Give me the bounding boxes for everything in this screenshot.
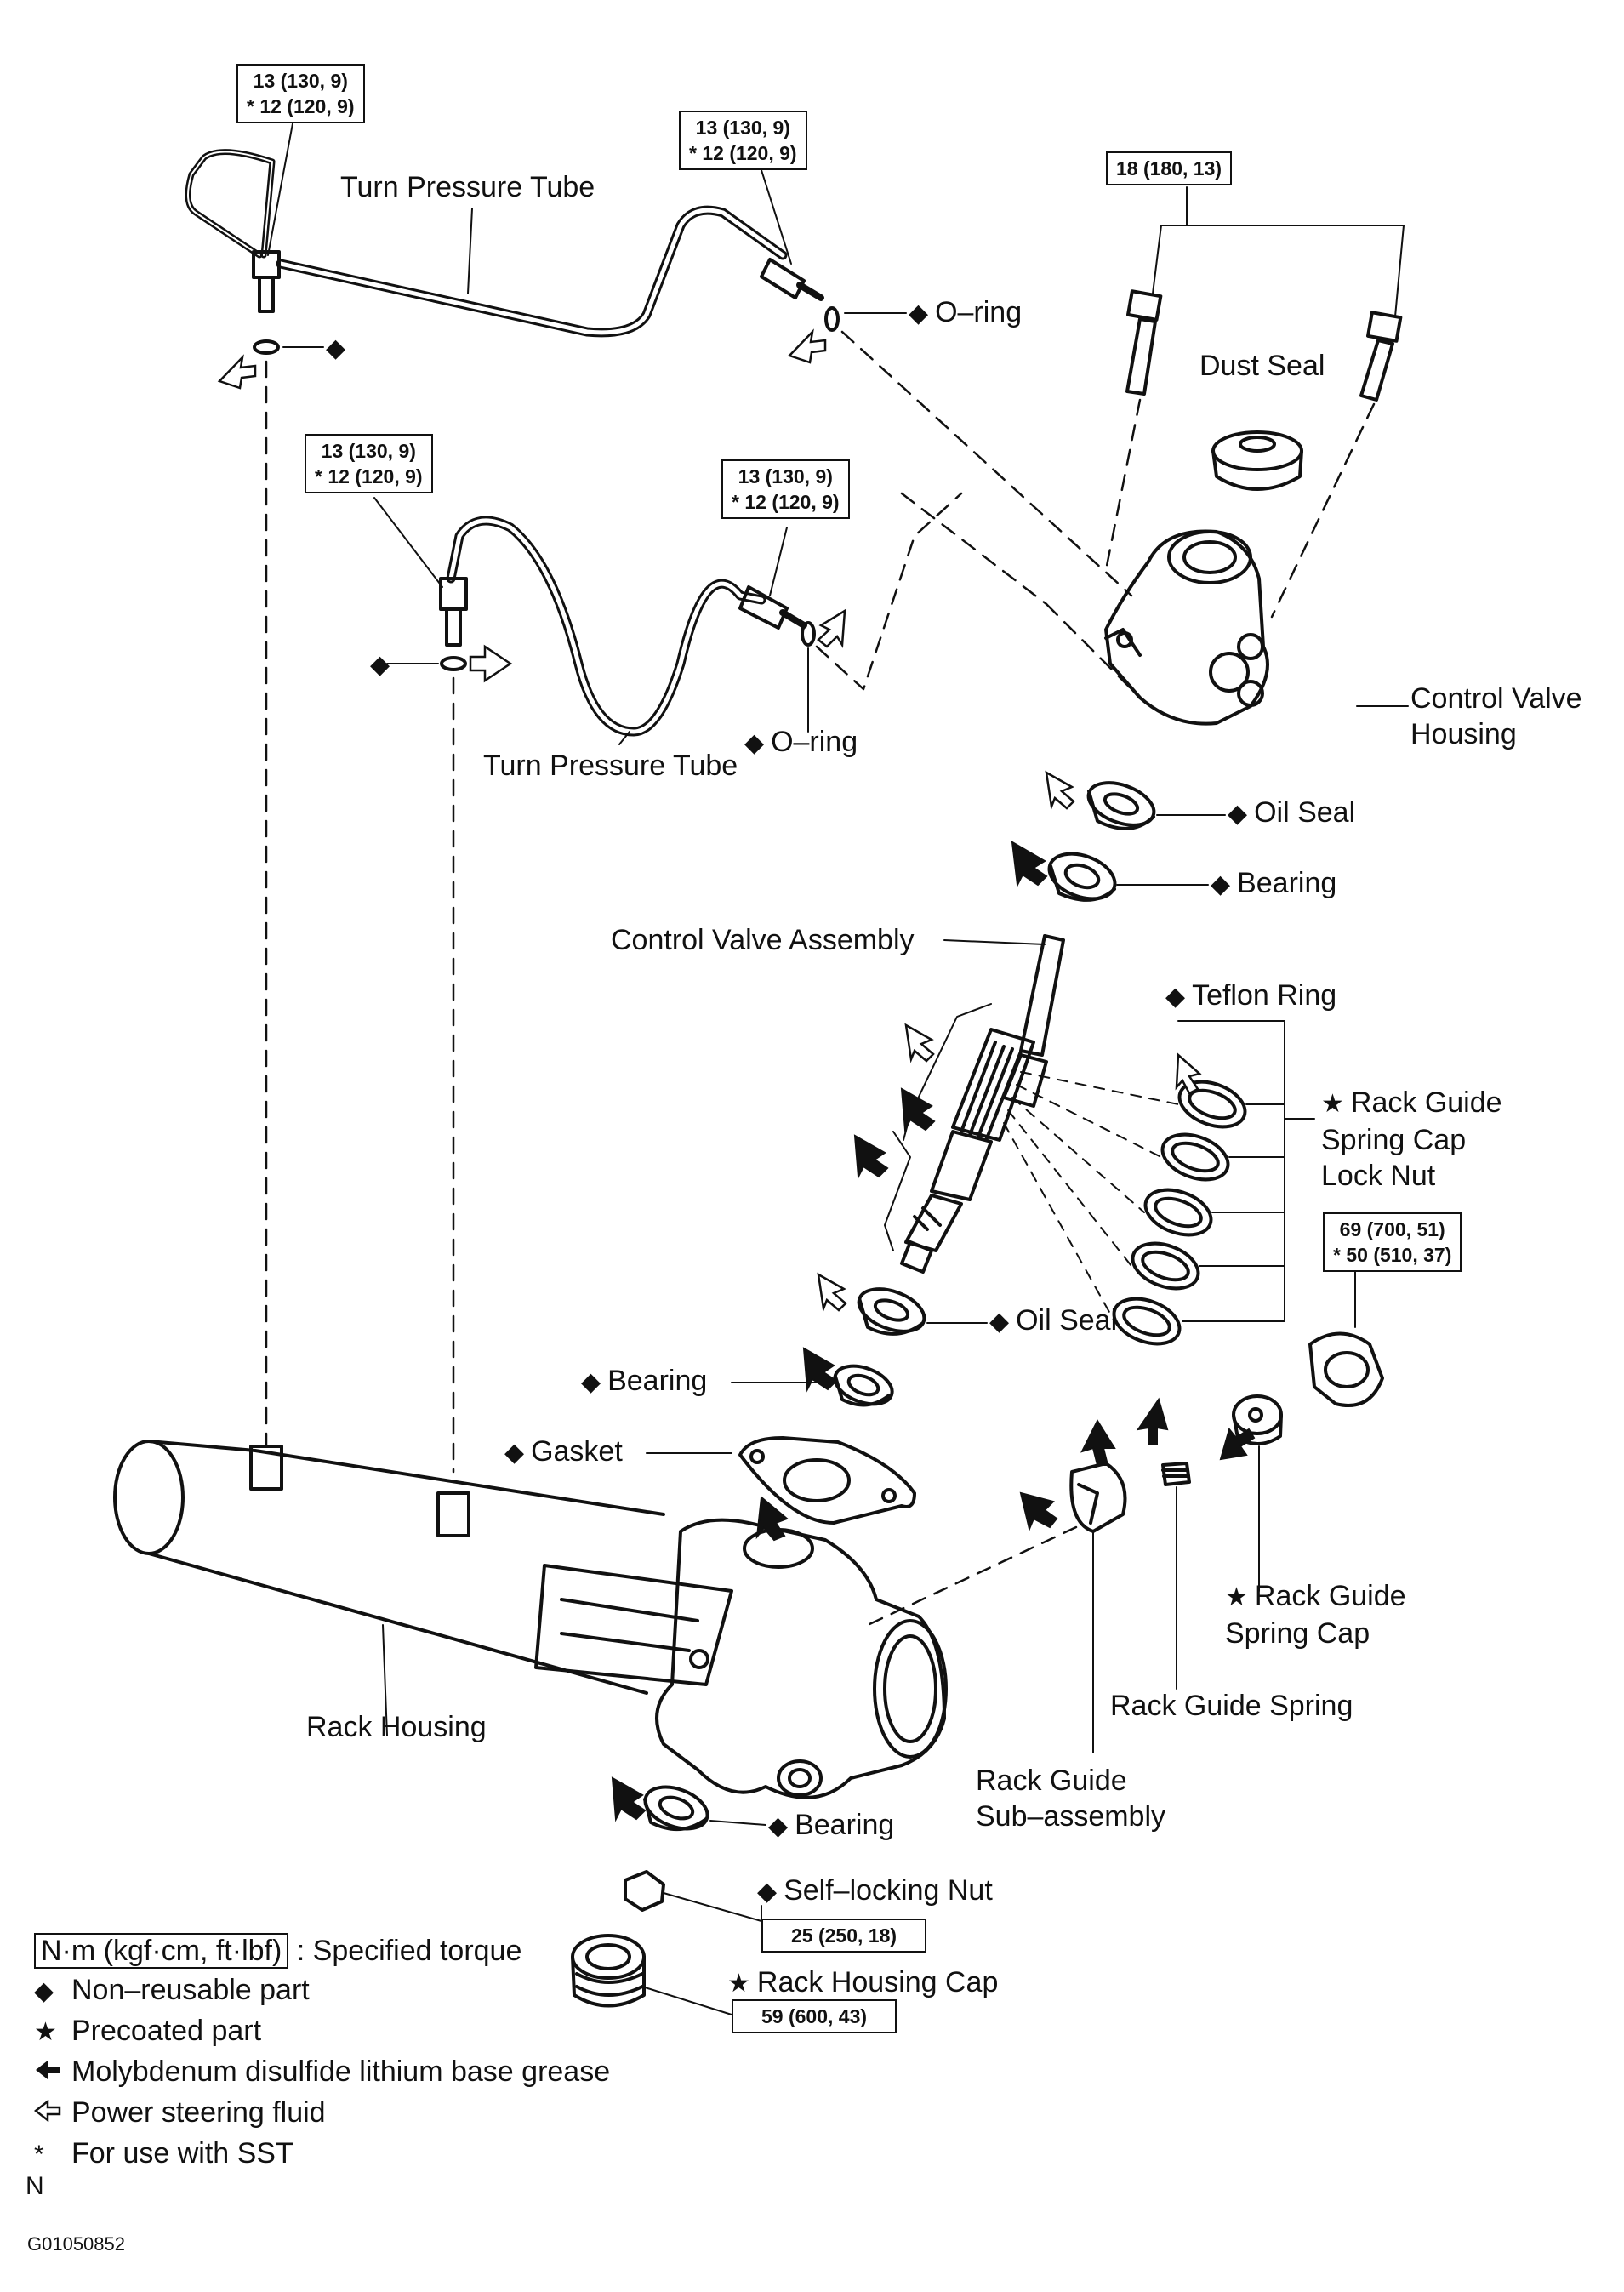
label-self-locking-nut: ◆Self–locking Nut bbox=[757, 1874, 993, 1907]
label-turn-pressure-tube-top: Turn Pressure Tube bbox=[340, 171, 595, 203]
label-control-valve-housing: Control Valve Housing bbox=[1410, 682, 1582, 750]
legend-non-reusable-row: ◆Non–reusable part bbox=[34, 1970, 610, 2011]
label-rack-guide-subassembly: Rack Guide Sub–assembly bbox=[976, 1765, 1166, 1833]
label-bearing-bottom: ◆Bearing bbox=[768, 1809, 895, 1841]
legend: N·m (kgf·cm, ft·lbf) : Specified torque … bbox=[33, 1931, 610, 2175]
dust-seal-part bbox=[1211, 430, 1303, 491]
rack-housing-part bbox=[113, 1440, 948, 1799]
rack-housing-cap-part bbox=[571, 1934, 646, 2008]
housing-bolt-right-part bbox=[1359, 311, 1403, 402]
teflon-ring-2-part bbox=[1160, 1132, 1230, 1182]
fluid-arrow bbox=[904, 1023, 935, 1063]
label-turn-pressure-tube-mid: Turn Pressure Tube bbox=[483, 750, 738, 782]
fluid-arrow bbox=[1045, 770, 1075, 811]
label-rack-housing-cap: ★Rack Housing Cap bbox=[727, 1966, 999, 1998]
solid-arrow-icon bbox=[34, 2054, 71, 2093]
torque-box-lock-nut: 69 (700, 51) * 50 (510, 37) bbox=[1323, 1212, 1462, 1272]
fluid-arrow bbox=[817, 1272, 847, 1313]
o-ring-mid-left bbox=[440, 656, 467, 671]
o-ring-top-left bbox=[253, 339, 280, 355]
housing-bolt-left-part bbox=[1125, 289, 1163, 396]
self-locking-nut-part bbox=[624, 1870, 665, 1912]
legend-fluid-row: Power steering fluid bbox=[33, 2093, 610, 2134]
torque-box-rack-housing-cap: 59 (600, 43) bbox=[732, 1999, 897, 2033]
turn-pressure-tube-mid-part bbox=[439, 516, 807, 737]
legend-sst-row: *For use with SST bbox=[34, 2134, 610, 2175]
oil-seal-top-part bbox=[1086, 781, 1156, 830]
control-valve-assembly-part bbox=[900, 934, 1065, 1274]
legend-unit-row: N·m (kgf·cm, ft·lbf) : Specified torque bbox=[34, 1931, 610, 1970]
fluid-arrow bbox=[469, 644, 513, 683]
diamond-icon: ◆ bbox=[34, 1977, 54, 2005]
label-teflon-ring: ◆Teflon Ring bbox=[1165, 979, 1337, 1012]
teflon-ring-1-part bbox=[1177, 1080, 1247, 1129]
rack-guide-spring-part bbox=[1161, 1462, 1191, 1486]
rack-guide-subassembly-part bbox=[1069, 1462, 1127, 1533]
grease-arrow bbox=[900, 1087, 936, 1133]
label-gasket: ◆Gasket bbox=[504, 1435, 623, 1468]
grease-arrow bbox=[1019, 1491, 1058, 1532]
gasket-part bbox=[738, 1436, 916, 1525]
label-bearing-top: ◆Bearing bbox=[1211, 867, 1337, 899]
torque-box-self-locking-nut: 25 (250, 18) bbox=[761, 1919, 926, 1953]
turn-pressure-tube-top-part bbox=[185, 149, 824, 338]
label-bearing-mid: ◆Bearing bbox=[581, 1365, 708, 1397]
label-oil-seal-top: ◆Oil Seal bbox=[1228, 796, 1356, 829]
bearing-bottom-part bbox=[643, 1785, 709, 1832]
asterisk-mark: * bbox=[34, 2141, 44, 2169]
control-valve-housing-part bbox=[1104, 529, 1269, 726]
lock-nut-part bbox=[1308, 1331, 1384, 1407]
fluid-arrow bbox=[1175, 1052, 1202, 1095]
label-o-ring-top-diamond-left: ◆ bbox=[326, 334, 346, 362]
fluid-arrow bbox=[817, 608, 846, 649]
figure-code: G01050852 bbox=[27, 2233, 125, 2255]
label-o-ring-mid: ◆O–ring bbox=[744, 726, 858, 758]
torque-box-tube-top-left: 13 (130, 9) * 12 (120, 9) bbox=[236, 64, 365, 123]
label-oil-seal-bottom: ◆Oil Seal bbox=[989, 1304, 1118, 1337]
legend-unit-box: N·m (kgf·cm, ft·lbf) bbox=[34, 1933, 289, 1969]
label-o-ring-top: ◆O–ring bbox=[909, 296, 1023, 328]
grease-arrow bbox=[1136, 1397, 1169, 1445]
torque-box-housing-bolts: 18 (180, 13) bbox=[1106, 151, 1233, 185]
label-turn-pressure-tube-mid-diamond: ◆ bbox=[370, 651, 390, 679]
torque-box-tube-mid-left: 13 (130, 9) * 12 (120, 9) bbox=[305, 434, 433, 493]
hollow-arrow-icon bbox=[33, 2095, 71, 2134]
grease-arrow bbox=[802, 1347, 838, 1393]
grease-arrow bbox=[611, 1776, 647, 1822]
label-rack-guide-spring-cap: ★Rack Guide Spring Cap bbox=[1225, 1580, 1406, 1650]
legend-grease-row: Molybdenum disulfide lithium base grease bbox=[34, 2052, 610, 2093]
legend-n-mark: N bbox=[26, 2172, 44, 2200]
fluid-arrow bbox=[217, 354, 257, 390]
label-rack-guide-spring: Rack Guide Spring bbox=[1110, 1690, 1353, 1722]
fluid-arrow bbox=[787, 328, 827, 364]
oil-seal-bottom-part bbox=[857, 1287, 926, 1336]
teflon-ring-3-part bbox=[1143, 1188, 1213, 1237]
teflon-ring-5-part bbox=[1112, 1297, 1182, 1346]
label-control-valve-assembly: Control Valve Assembly bbox=[611, 924, 915, 956]
label-rack-housing: Rack Housing bbox=[306, 1711, 487, 1743]
legend-unit-desc: : Specified torque bbox=[296, 1935, 522, 1967]
teflon-ring-4-part bbox=[1131, 1241, 1200, 1291]
o-ring-top-right bbox=[824, 306, 840, 332]
label-dust-seal: Dust Seal bbox=[1199, 350, 1325, 382]
bearing-mid-part bbox=[833, 1364, 894, 1407]
grease-arrow bbox=[1011, 841, 1048, 888]
o-ring-mid-right bbox=[801, 621, 816, 647]
bearing-top-part bbox=[1047, 852, 1117, 902]
label-lock-nut: ★Rack Guide Spring Cap Lock Nut bbox=[1321, 1086, 1502, 1192]
torque-box-tube-top-right: 13 (130, 9) * 12 (120, 9) bbox=[679, 111, 807, 170]
grease-arrow bbox=[1080, 1418, 1116, 1466]
grease-arrow bbox=[1219, 1427, 1256, 1461]
star-icon: ★ bbox=[34, 2018, 57, 2046]
legend-precoated-row: ★Precoated part bbox=[34, 2011, 610, 2052]
grease-arrow bbox=[755, 1496, 789, 1542]
grease-arrow bbox=[853, 1134, 889, 1180]
torque-box-tube-mid-right: 13 (130, 9) * 12 (120, 9) bbox=[721, 459, 850, 519]
